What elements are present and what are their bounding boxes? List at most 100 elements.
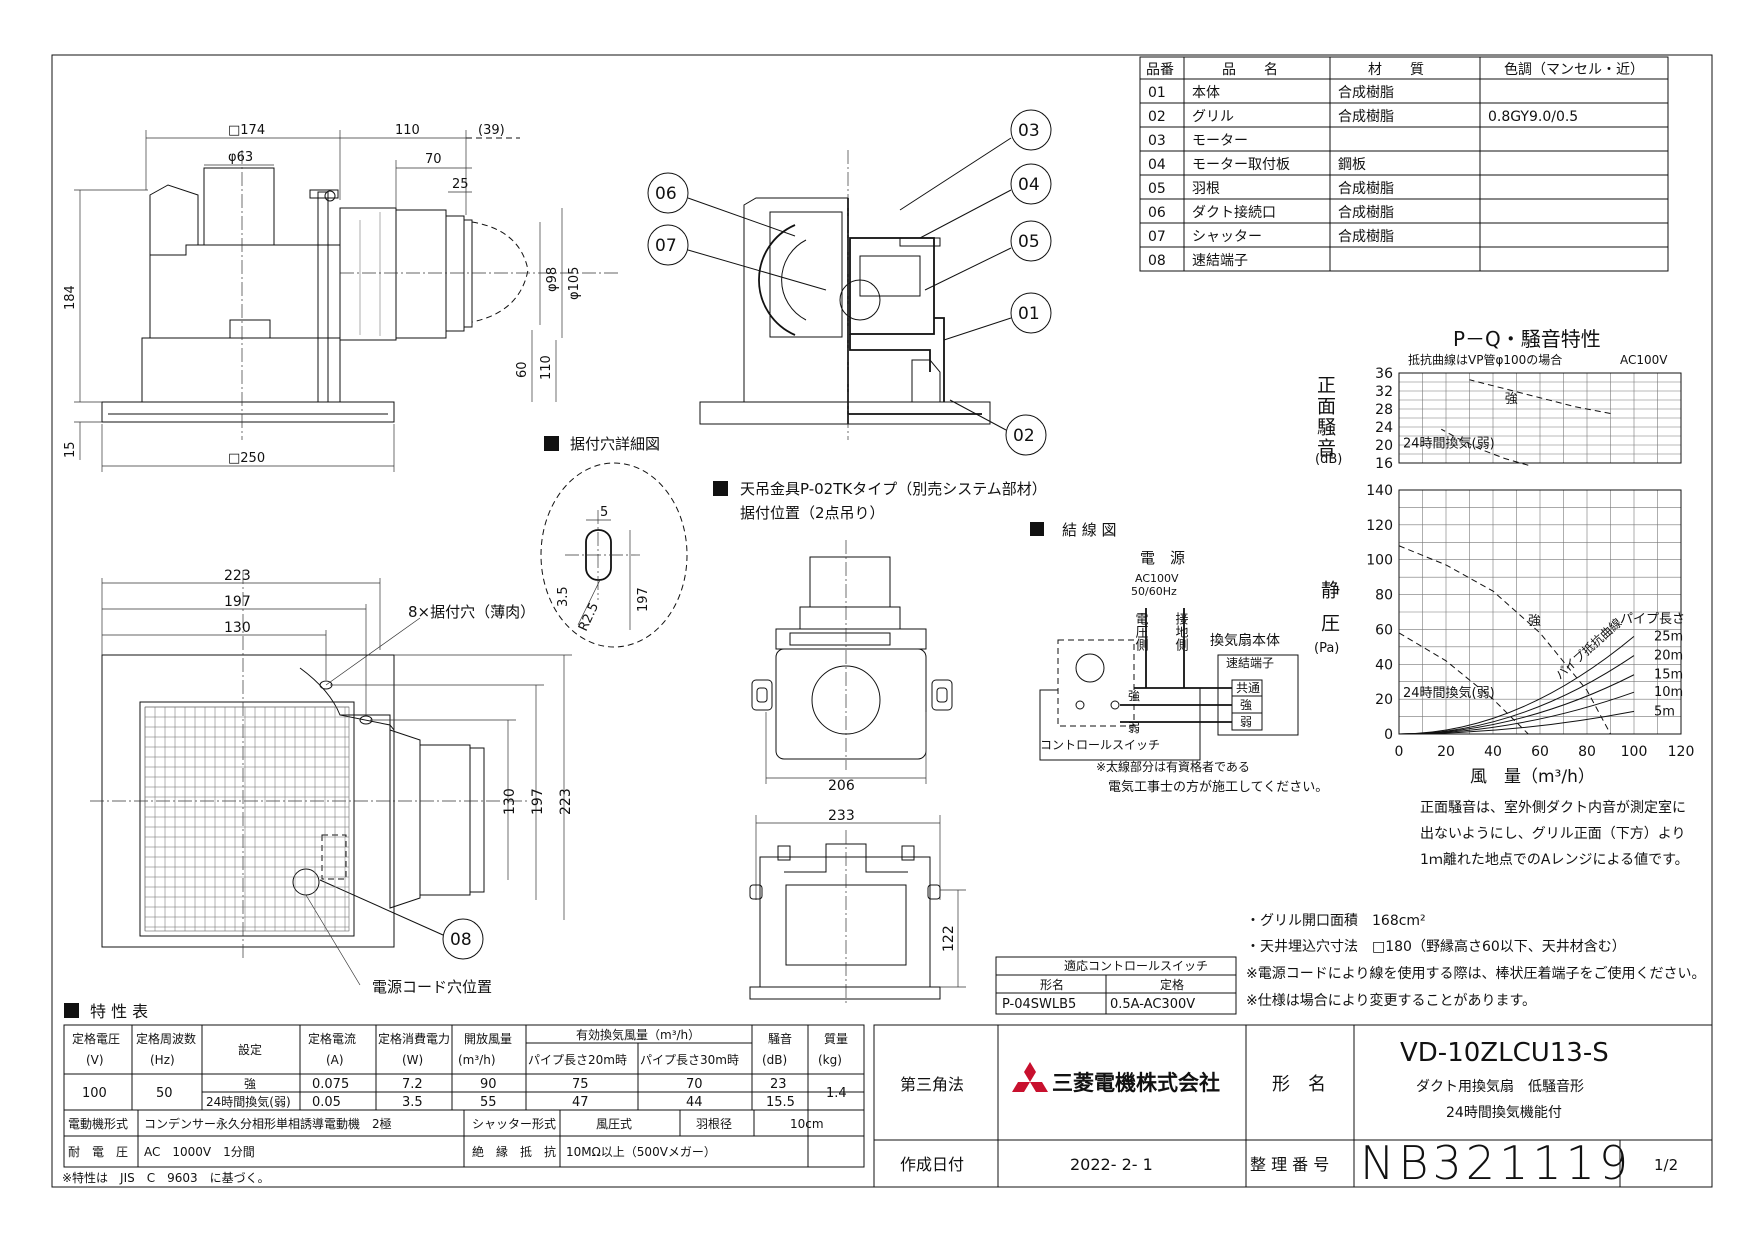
spec-row-strong-setting: 強 [244, 1077, 256, 1091]
spec-row-weak-current: 0.05 [312, 1095, 341, 1110]
date-label: 作成日付 [900, 1155, 964, 1174]
hanger-dim-233: 233 [828, 808, 855, 824]
spec-row-weak-power: 3.5 [402, 1095, 423, 1110]
page-number: 1/2 [1654, 1156, 1678, 1174]
balloon-06: 06 [655, 184, 677, 204]
pq-y-tick: 80 [1375, 588, 1393, 604]
spec-header-open-flow: 開放風量 [464, 1031, 512, 1046]
spec-row-weak-pipe30: 44 [686, 1095, 703, 1110]
parts-row-no: 05 [1148, 181, 1166, 197]
parts-row-material: 合成樹脂 [1338, 109, 1394, 125]
dim-184: 184 [63, 285, 78, 310]
pq-x-tick: 20 [1437, 744, 1455, 760]
hanger-title: 天吊金具P-02TKタイプ（別売システム部材） [740, 480, 1047, 498]
spec-header-setting: 設定 [238, 1042, 262, 1057]
dim-70: 70 [425, 152, 442, 167]
wiring-ground-side: 接地側 [1173, 611, 1189, 651]
parts-row-name: グリル [1192, 109, 1234, 125]
pq-x-tick: 0 [1395, 744, 1404, 760]
detail-dim-r2-5: R2.5 [576, 600, 602, 633]
chart-supply: AC100V [1620, 353, 1668, 367]
parts-row-name: 速結端子 [1192, 253, 1248, 269]
spec-header-frequency-unit: (Hz) [150, 1053, 175, 1067]
pq-series-label: 24時間換気(弱) [1403, 685, 1495, 701]
spec-header-voltage: 定格電圧 [72, 1031, 120, 1046]
model-label: 形 名 [1272, 1074, 1326, 1095]
parts-row-name: モーター [1192, 133, 1248, 149]
spec-row-strong-pipe20: 75 [572, 1077, 589, 1092]
side-view-dimensions: □174 φ63 110 (39) 70 25 184 φ105 φ98 110… [63, 123, 582, 466]
pq-plot-frame [1398, 489, 1682, 735]
noise-y-tick: 32 [1375, 384, 1393, 400]
spec-header-pipe-20m: パイプ長さ20m時 [528, 1053, 627, 1067]
parts-row-material: 合成樹脂 [1338, 181, 1394, 197]
spec-row-strong-current: 0.075 [312, 1077, 349, 1092]
note-line: ※電源コードにより線を使用する際は、棒状圧着端子をご使用ください。 [1246, 965, 1705, 982]
balloon-03: 03 [1018, 121, 1040, 141]
parts-row-material: 合成樹脂 [1338, 85, 1394, 101]
company-name: 三菱電機株式会社 [1052, 1071, 1220, 1095]
balloon-02: 02 [1013, 426, 1035, 446]
spec-shutter: 風圧式 [596, 1117, 632, 1131]
wiring-switch-label: コントロールスイッチ [1040, 738, 1160, 752]
detail-dim-197: 197 [636, 587, 651, 612]
noise-y-tick: 16 [1375, 456, 1393, 472]
parts-row-material: 合成樹脂 [1338, 205, 1394, 221]
spec-row-strong-power: 7.2 [402, 1077, 423, 1092]
mount-holes-label: 8×据付穴（薄肉） [408, 603, 535, 621]
balloon-05: 05 [1018, 232, 1040, 252]
pq-y-tick: 0 [1384, 727, 1393, 743]
pipe-length-label: 20m [1654, 649, 1683, 664]
spec-row-weak-pipe20: 47 [572, 1095, 589, 1110]
mitsubishi-logo-icon [1012, 1062, 1048, 1092]
spec-header-current-unit: (A) [326, 1053, 344, 1067]
spec-blade: 10cm [790, 1117, 824, 1131]
side-view-drawing [74, 130, 620, 472]
parts-header-name: 品 名 [1222, 62, 1278, 78]
spec-header-current: 定格電流 [308, 1031, 356, 1046]
switch-table-title: 適応コントロールスイッチ [1064, 958, 1208, 973]
noise-series-line [1469, 379, 1611, 414]
parts-row-name: ダクト接続口 [1192, 204, 1276, 221]
spec-header-noise-unit: (dB) [762, 1053, 787, 1067]
noise-series-label: 24時間換気(弱) [1403, 436, 1495, 452]
spec-row-weak-noise: 15.5 [766, 1095, 795, 1110]
balloon-07: 07 [655, 236, 677, 256]
pq-noise-chart: P－Q・騒音特性 抵抗曲線はVP管φ100の場合 AC100V 正面騒音 (dB… [1314, 327, 1694, 787]
chart-title: P－Q・騒音特性 [1453, 327, 1601, 351]
spec-row-weak-setting: 24時間換気(弱) [206, 1094, 291, 1109]
switch-rating: 0.5A-AC300V [1110, 997, 1195, 1012]
spec-header-voltage-unit: (V) [86, 1053, 104, 1067]
spec-header-mass-unit: (kg) [818, 1053, 842, 1067]
wiring-switch-strong: 強 [1128, 689, 1140, 703]
pq-x-tick: 100 [1621, 744, 1648, 760]
pq-y-tick: 20 [1375, 692, 1393, 708]
noise-note-line: 1ｍ離れた地点でのAレンジによる値です。 [1420, 851, 1689, 868]
grille-mesh [144, 706, 350, 932]
model-number: VD-10ZLCU13-S [1400, 1038, 1609, 1068]
spec-row-strong-open: 90 [480, 1077, 497, 1092]
spec-header-frequency: 定格周波数 [136, 1031, 196, 1046]
spec-mass: 1.4 [826, 1086, 847, 1101]
wiring-voltage: AC100V [1135, 572, 1179, 585]
dim-phi98: φ98 [545, 267, 560, 292]
hanger-subtitle: 据付位置（2点吊り） [740, 504, 885, 522]
pressure-axis-unit: (Pa) [1314, 641, 1339, 656]
noise-plot-frame [1398, 372, 1682, 464]
spec-frequency: 50 [156, 1086, 173, 1101]
spec-row-strong-noise: 23 [770, 1077, 787, 1092]
parts-header-no: 品番 [1146, 62, 1174, 78]
note-line: ※仕様は場合により変更することがあります。 [1246, 992, 1536, 1009]
parts-table: 品番 品 名 材 質 色調（マンセル・近） 01 本体 合成樹脂 02 グリル … [1139, 56, 1669, 272]
parts-row-material: 合成樹脂 [1338, 229, 1394, 245]
parts-row-name: モーター取付板 [1192, 157, 1290, 173]
pipe-resistance-curve [1398, 710, 1635, 735]
parts-row-name: 本体 [1192, 85, 1220, 101]
hanger-dim-206: 206 [828, 778, 855, 794]
spec-blade-label: 羽根径 [696, 1117, 732, 1131]
characteristics-table: 特 性 表 定格電圧 (V) 定格周波数 (Hz) 設定 定格電流 (A) 定格… [62, 1002, 865, 1185]
spec-insulation: 10MΩ以上（500Vメガー） [566, 1145, 716, 1159]
wiring-voltage-side: 電圧側 [1133, 612, 1149, 651]
bottom-dim-130: 130 [224, 620, 251, 636]
